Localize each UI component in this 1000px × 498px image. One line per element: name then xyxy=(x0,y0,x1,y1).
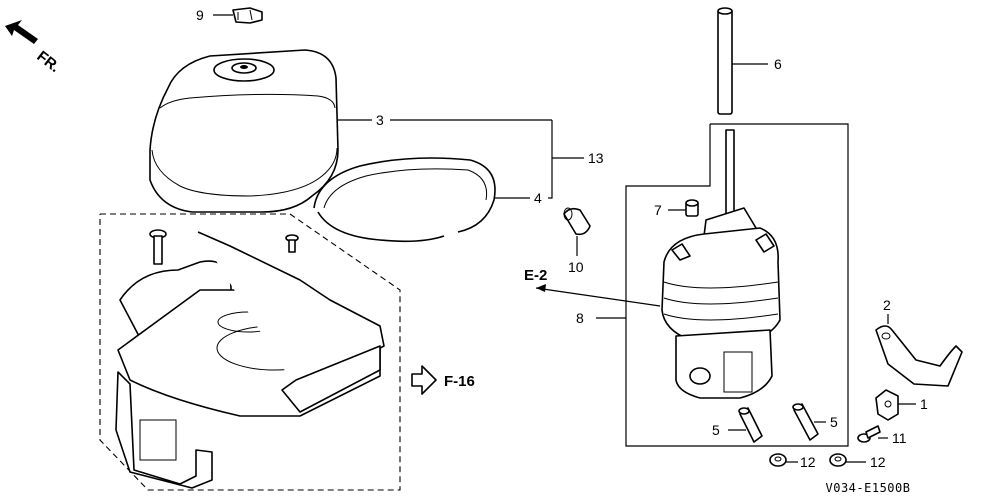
front-direction-label: FR. xyxy=(34,48,64,76)
callout-5-right: 5 xyxy=(830,414,838,430)
main-housing-assembly xyxy=(661,129,781,399)
part-3-air-cleaner-cover: 3 xyxy=(149,49,552,213)
part-9-clip: 9 xyxy=(196,7,263,24)
part-12-nut-left: 12 xyxy=(769,453,816,470)
callout-12-right: 12 xyxy=(870,454,886,470)
part-1-clamp: 1 xyxy=(875,389,928,421)
callout-3: 3 xyxy=(376,112,384,128)
drawing-code: V034-E1500B xyxy=(826,481,911,495)
front-direction-arrow: FR. xyxy=(5,20,63,76)
callout-13-bracket: 13 xyxy=(548,120,604,199)
e2-label: E-2 xyxy=(524,267,547,284)
f16-reference: F-16 xyxy=(411,365,475,395)
callout-5-left: 5 xyxy=(712,422,720,438)
part-11-bolt: 11 xyxy=(857,425,907,446)
f16-label: F-16 xyxy=(444,373,475,390)
e2-reference: E-2 xyxy=(524,267,661,307)
case-bolt-1 xyxy=(149,229,167,265)
part-2-bracket: 2 xyxy=(875,297,963,387)
part-5-tube-right: 5 xyxy=(792,403,838,441)
part-6-rod: 6 xyxy=(717,7,782,115)
part-8-group-box: 8 xyxy=(576,123,849,447)
part-5-tube-left: 5 xyxy=(712,407,763,443)
callout-10: 10 xyxy=(568,259,584,275)
callout-1: 1 xyxy=(920,396,928,412)
callout-13: 13 xyxy=(588,150,604,166)
callout-11: 11 xyxy=(892,430,907,446)
part-7-cap: 7 xyxy=(654,199,699,218)
callout-2: 2 xyxy=(883,297,891,313)
callout-8: 8 xyxy=(576,310,584,326)
part-12-nut-right: 12 xyxy=(829,453,886,470)
air-cleaner-case-group xyxy=(99,213,401,491)
callout-6: 6 xyxy=(774,56,782,72)
callout-7: 7 xyxy=(654,202,662,218)
part-10-grommet: 10 xyxy=(563,207,591,275)
case-bolt-2 xyxy=(285,234,299,253)
callout-12-left: 12 xyxy=(800,454,816,470)
part-4-seal-ring: 4 xyxy=(313,157,542,243)
callout-9: 9 xyxy=(196,7,204,23)
callout-4: 4 xyxy=(534,190,542,206)
